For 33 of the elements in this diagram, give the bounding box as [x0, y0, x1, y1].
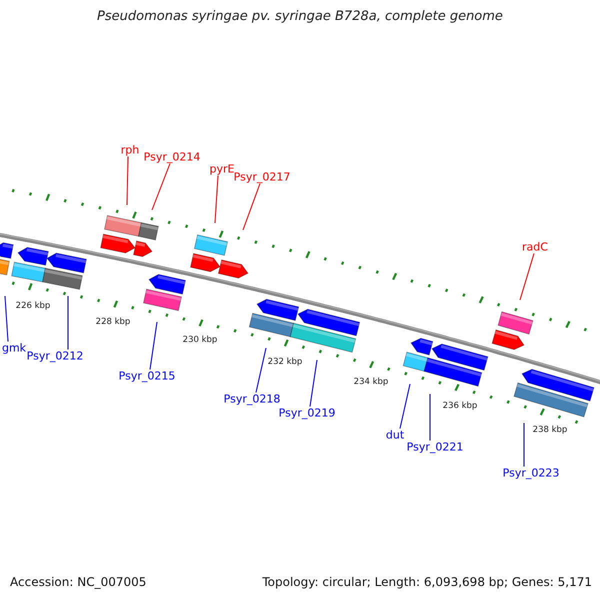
genome-info-note: Topology: circular; Length: 6,093,698 bp; Genes: 5,171	[262, 575, 592, 589]
scale-label: 228 kbp	[96, 317, 130, 327]
gene-label: pyrE	[210, 162, 234, 176]
gene-label: radC	[522, 240, 548, 254]
scale-label: 234 kbp	[354, 377, 388, 387]
leader-line	[520, 253, 534, 300]
accession-note: Accession: NC_007005	[10, 575, 146, 589]
scale-label: 226 kbp	[16, 301, 50, 311]
leader-line	[310, 360, 318, 407]
leader-line	[126, 156, 128, 206]
gene-label: Psyr_0212	[26, 350, 84, 362]
gene-label: Psyr_0218	[224, 392, 280, 406]
scale-label: 232 kbp	[268, 357, 302, 367]
leader-line	[214, 175, 218, 224]
gene-label: Psyr_0219	[278, 406, 336, 420]
leader-line	[242, 183, 260, 230]
gene-label: rph	[120, 144, 140, 156]
gene-label: Psyr_0214	[144, 150, 200, 164]
gene-label: dut	[386, 428, 404, 442]
scale-label: 230 kbp	[182, 335, 218, 345]
gene-label: Psyr_0215	[118, 370, 176, 382]
leader-line	[4, 296, 8, 342]
scale-label: 238 kbp	[532, 425, 568, 435]
gene-label: Psyr_0223	[502, 466, 560, 480]
leader-line	[150, 322, 158, 370]
scale-label: 236 kbp	[442, 401, 478, 411]
leader-line	[152, 163, 170, 210]
leader-line	[256, 348, 266, 393]
leader-line	[400, 384, 410, 429]
gene-label: Psyr_0221	[406, 440, 464, 454]
gene-label: Psyr_0217	[234, 170, 290, 184]
gene-label: gmk	[2, 342, 26, 354]
title: Pseudomonas syringae pv. syringae B728a, complete genome	[96, 9, 504, 24]
